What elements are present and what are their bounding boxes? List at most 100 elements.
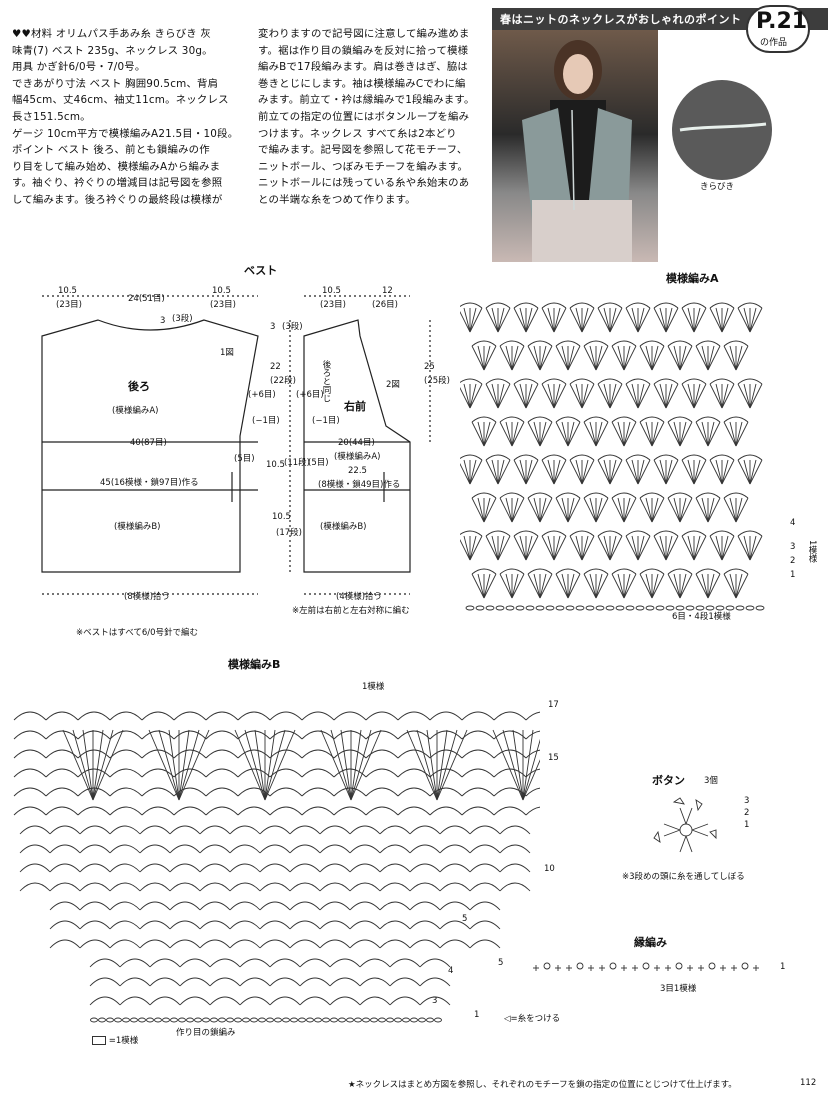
stitch-mark [205, 749, 239, 759]
stitch-mark [701, 497, 709, 523]
stitch-mark [158, 729, 180, 801]
stitch-mark [755, 605, 765, 611]
stitch-mark [707, 421, 721, 447]
stitch-mark [679, 345, 693, 371]
stitch-mark [169, 939, 201, 949]
dim-label: 25 [424, 362, 435, 372]
stitch-mark [513, 454, 539, 461]
stitch-mark [141, 806, 175, 816]
stitch-mark [715, 459, 723, 485]
stitch-mark [729, 421, 737, 447]
stitch-mark [460, 462, 471, 485]
stitch-mark [539, 421, 547, 447]
stitch-mark [681, 378, 707, 385]
stitch-mark [289, 920, 321, 930]
stitch-mark [149, 977, 181, 987]
stitch-mark [581, 535, 595, 561]
stitch-mark [513, 307, 527, 333]
stitch-mark [673, 421, 681, 447]
stitch-mark [389, 958, 421, 968]
stitch-mark [72, 729, 94, 801]
stitch-mark [675, 962, 683, 970]
page-badge: P.21 の作品 [746, 5, 810, 53]
stitch-mark [609, 535, 617, 561]
stitch-mark [617, 345, 625, 371]
stitch-mark [89, 958, 121, 968]
stitch-mark [541, 454, 567, 461]
stitch-mark [439, 863, 471, 873]
stitch-mark [340, 729, 352, 801]
stitch-mark [460, 538, 471, 561]
stitch-mark [493, 711, 527, 721]
stitch-mark [735, 421, 743, 447]
stitch-mark [229, 901, 261, 911]
stitch-mark [365, 749, 399, 759]
stitch-mark [603, 535, 611, 561]
stitch-mark [569, 383, 583, 409]
stitch-mark [659, 535, 667, 561]
stitch-mark [543, 962, 551, 970]
front-label: 右前 [344, 400, 366, 413]
stitch-mark [639, 497, 653, 523]
stitch-mark [721, 383, 735, 409]
stitch-mark [637, 307, 645, 333]
stitch-mark [701, 421, 709, 447]
stitch-mark [609, 459, 623, 485]
stitch-mark [439, 901, 471, 911]
stitch-mark [737, 378, 763, 385]
stitch-mark [349, 863, 381, 873]
stitch-mark [511, 573, 525, 599]
stitch-mark [539, 421, 553, 447]
stitch-mark [173, 711, 207, 721]
stitch-mark [149, 958, 181, 968]
stitch-mark [695, 492, 721, 499]
stitch-mark [701, 345, 709, 371]
stitch-mark [234, 1017, 242, 1023]
stitch-mark [463, 307, 471, 333]
stitch-mark [695, 421, 709, 447]
stitch-mark [679, 573, 693, 599]
stitch-mark [561, 345, 569, 371]
vest-title: ベスト [244, 264, 278, 277]
stitch-mark [707, 497, 715, 523]
stitch-mark [639, 492, 665, 499]
stitch-mark [139, 882, 171, 892]
stitch-mark [109, 844, 141, 854]
stitch-mark [290, 1017, 298, 1023]
stitch-mark [264, 729, 276, 801]
stitch-mark [386, 1017, 394, 1023]
stitch-mark [483, 573, 497, 599]
stitch-mark [461, 768, 495, 778]
stitch-mark [162, 1017, 170, 1023]
stitch-mark [545, 605, 555, 611]
stitch-mark [679, 345, 687, 371]
stitch-mark [49, 825, 81, 835]
stitch-mark [45, 749, 79, 759]
stitch-mark [695, 573, 709, 599]
stitch-mark [77, 768, 111, 778]
stitch-mark [301, 749, 335, 759]
stitch-mark [735, 421, 749, 447]
stitch-mark [119, 958, 151, 968]
stitch-mark [209, 996, 241, 1006]
stitch-mark [611, 421, 625, 447]
stitch-mark [483, 421, 497, 447]
stitch-mark [673, 497, 681, 523]
stitch-mark [505, 605, 515, 611]
stitch-mark [469, 535, 483, 561]
stitch-mark [525, 459, 539, 485]
stitch-mark [114, 1017, 122, 1023]
stitch-mark [609, 459, 617, 485]
stitch-mark [569, 307, 583, 333]
stitch-mark [597, 535, 611, 561]
stitch-mark [653, 454, 679, 461]
stitch-mark [723, 416, 749, 423]
stitch-mark [359, 977, 391, 987]
stitch-mark [218, 1017, 226, 1023]
intro-line: 長さ151.5cm。 [12, 110, 91, 123]
stitch-mark [735, 345, 749, 371]
stitch-mark [169, 863, 201, 873]
stitch-mark [460, 386, 471, 409]
stitch-mark [497, 459, 511, 485]
stitch-mark [695, 605, 705, 611]
